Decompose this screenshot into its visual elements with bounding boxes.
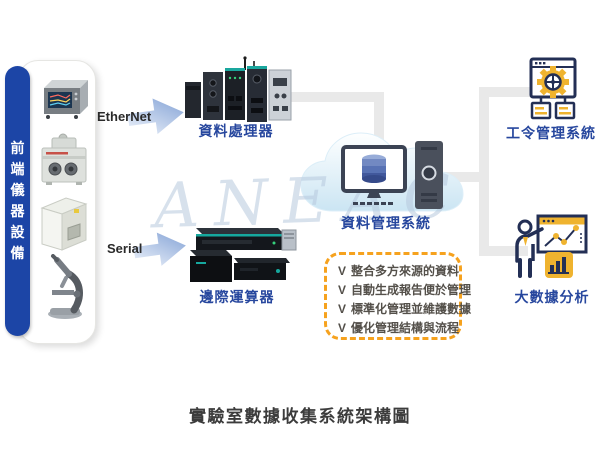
check-mark: V [338,321,347,335]
front-end-devices-label: 前端儀器設備 [10,140,25,261]
check-mark: V [338,302,347,316]
diagram-title: 實驗室數據收集系統架構圖 [189,407,411,426]
lab-machine-icon [41,133,87,185]
serial-label: Serial [107,241,143,256]
ethernet-arrow-icon [127,98,184,135]
front-end-devices-bar: 前端儀器設備 [5,66,30,336]
connector-line [374,92,384,154]
check-mark: V [338,264,347,278]
data-processor-image [185,56,292,122]
database-workstation-icon [341,141,443,209]
data-processor-label: 資料處理器 [198,123,274,139]
microscope-icon [48,254,83,319]
connector-line [479,87,533,97]
work-order-label: 工令管理系統 [506,125,596,141]
big-data-label: 大數據分析 [514,289,590,305]
edge-computer-label: 邊際運算器 [199,289,275,305]
edge-computer-image [190,228,297,282]
data-management-label: 資料管理系統 [341,215,431,231]
ethernet-label: EtherNet [97,109,152,124]
check-mark: V [338,283,347,297]
serial-arrow-icon [133,232,186,266]
connector-line [436,172,489,182]
big-data-presenter-icon [515,214,588,278]
connector-line [274,92,384,102]
connector-line [479,87,489,256]
connector-line [479,246,528,256]
incubator-cabinet-icon [40,197,88,251]
work-order-gear-window-icon [529,57,577,120]
benchtop-analyzer-icon [44,80,88,119]
